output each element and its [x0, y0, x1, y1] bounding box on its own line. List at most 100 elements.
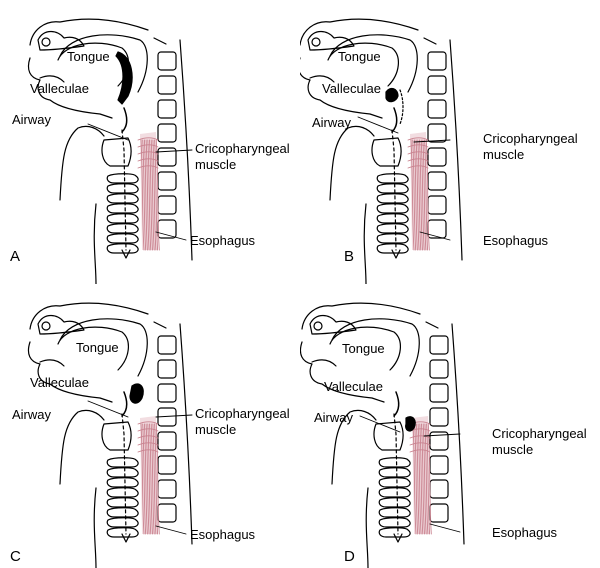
spinal-line: [449, 39, 463, 261]
skull-base-line: [300, 18, 419, 46]
muscle-striation: [155, 423, 160, 535]
esophagus-label: Esophagus: [483, 233, 549, 248]
tracheal-ring: [106, 203, 139, 214]
vertebra: [429, 359, 449, 379]
palate-arch: [59, 34, 148, 93]
muscle-striation: [417, 423, 422, 535]
panel-letter: A: [10, 248, 21, 265]
airway-leader: [87, 123, 129, 141]
leader-lines: [357, 116, 451, 241]
skull-base-line: [29, 302, 149, 330]
valleculae-label: Valleculae: [30, 81, 90, 96]
esophagus-muscle: [407, 132, 430, 251]
muscle-striation: [147, 423, 152, 535]
airway-leader: [359, 415, 401, 433]
airway-path: [391, 129, 397, 251]
vertebra: [157, 455, 177, 475]
vertebra: [157, 51, 177, 71]
airway-arrow: [121, 249, 131, 259]
vertebra: [427, 195, 447, 215]
palate-detail: [41, 321, 51, 331]
anatomy-outline: [300, 302, 465, 568]
anatomy-outline: [27, 302, 193, 568]
tracheal-ring: [106, 517, 139, 528]
panel-letter: C: [10, 548, 21, 565]
cricopharyngeal-fiber: [407, 137, 429, 141]
cricopharyngeal-fiber: [137, 137, 159, 141]
vertebra: [157, 335, 177, 355]
muscle-label: muscle: [195, 157, 237, 172]
tracheal-ring: [376, 183, 409, 194]
cricopharyngeal-label: Cricopharyngeal: [195, 141, 290, 156]
cricopharyngeal-fiber: [137, 151, 159, 155]
bolus-shape: [129, 383, 144, 404]
vertebra: [157, 75, 177, 95]
esophagus-muscle: [137, 416, 160, 535]
spine-top: [425, 321, 439, 329]
palate-arch: [331, 318, 420, 377]
tracheal-ring: [378, 487, 411, 498]
tongue-label: Tongue: [76, 340, 119, 355]
neck-front: [331, 409, 377, 485]
airway-path: [393, 413, 399, 535]
bolus-trail: [399, 89, 404, 125]
food-bolus: [115, 51, 133, 105]
muscle-striation: [145, 423, 150, 535]
airway-label: Airway: [312, 115, 352, 130]
thyroid-cartilage: [371, 137, 402, 167]
esophagus-label: Esophagus: [190, 527, 256, 542]
cricopharyngeal-label: Cricopharyngeal: [195, 406, 290, 421]
panel-letter: D: [344, 548, 355, 565]
muscle-striation: [413, 139, 418, 251]
spinal-line: [179, 39, 193, 261]
valleculae-label: Valleculae: [322, 81, 382, 96]
panel-letter: B: [344, 248, 355, 265]
muscle-striation: [417, 139, 422, 251]
tracheal-ring: [376, 173, 409, 184]
vertebra: [427, 171, 447, 191]
tracheal-ring: [106, 487, 139, 498]
cricopharyngeal-fiber: [137, 144, 159, 148]
muscle-striation: [415, 139, 420, 251]
vertebra: [429, 455, 449, 475]
vertebra: [157, 479, 177, 499]
epiglottis: [121, 391, 128, 417]
panel-d: Tongue Valleculae Airway Cricopharyngeal…: [300, 284, 600, 568]
valleculae-label: Valleculae: [30, 375, 90, 390]
vertebra: [157, 431, 177, 451]
palate-detail: [313, 321, 323, 331]
tracheal-ring: [106, 213, 139, 224]
vertebra: [157, 123, 177, 143]
muscle-striation: [419, 139, 423, 251]
cricopharyngeal-leader: [155, 149, 193, 153]
vertebra: [157, 195, 177, 215]
lip-line: [39, 75, 65, 83]
tracheal-ring: [106, 173, 139, 184]
vertebra: [157, 383, 177, 403]
tracheal-ring: [376, 203, 409, 214]
swallow-anatomy-drawing: [300, 18, 463, 284]
lip-line: [39, 359, 65, 367]
airway-path: [121, 129, 127, 251]
tracheal-ring: [106, 477, 139, 488]
cricopharyngeal-fiber: [407, 158, 429, 162]
tongue-label: Tongue: [342, 341, 385, 356]
tracheal-ring: [106, 507, 139, 518]
vertebra: [157, 503, 177, 523]
cricopharyngeal-leader: [413, 139, 451, 143]
panel-b: Tongue Valleculae Airway Cricopharyngeal…: [300, 0, 600, 284]
neck-front-lower: [365, 487, 369, 568]
swallow-anatomy-drawing: [27, 302, 193, 568]
muscle-label: muscle: [195, 422, 237, 437]
vertebra: [157, 99, 177, 119]
anatomy-outline: [27, 18, 193, 284]
spinal-line: [179, 323, 193, 545]
esophagus-label: Esophagus: [492, 525, 558, 540]
food-bolus: [385, 87, 404, 125]
cricopharyngeal-fiber: [409, 449, 431, 453]
tracheal-ring: [106, 223, 139, 234]
lip-line: [311, 359, 337, 367]
cricopharyngeal-fiber: [137, 449, 159, 453]
neck-front-lower: [93, 487, 97, 568]
muscle-striation: [425, 139, 430, 251]
